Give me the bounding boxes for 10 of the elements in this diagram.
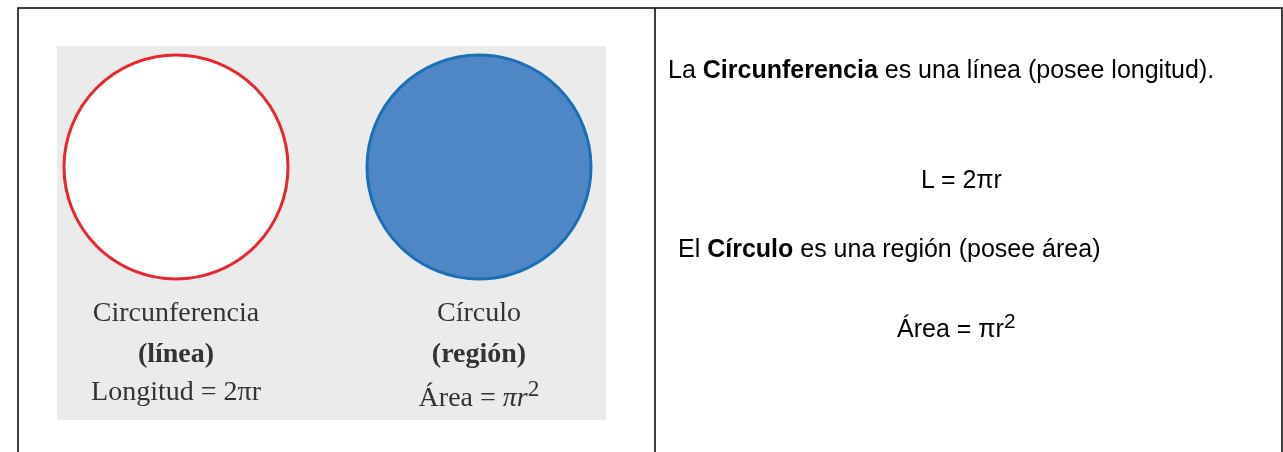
area-formula: Área = πr$^{2}$ [897,309,1016,344]
filled-circle-caption: Círculo [437,296,521,329]
description-text: El Círculo es una región (posee área) [678,234,1101,263]
length-formula: L = 2πr [921,165,1002,194]
length-formula: Longitud = 2πr [91,375,261,408]
circle-outline-caption: (línea) [137,337,215,370]
area-formula: Área = πr$^{2}$ [418,375,540,414]
filled-circle-caption: (región) [431,337,527,370]
description-text: La Circunferencia es una línea (posee longitud). [668,54,1216,85]
circle-outline-caption: Circunferencia [92,296,260,329]
